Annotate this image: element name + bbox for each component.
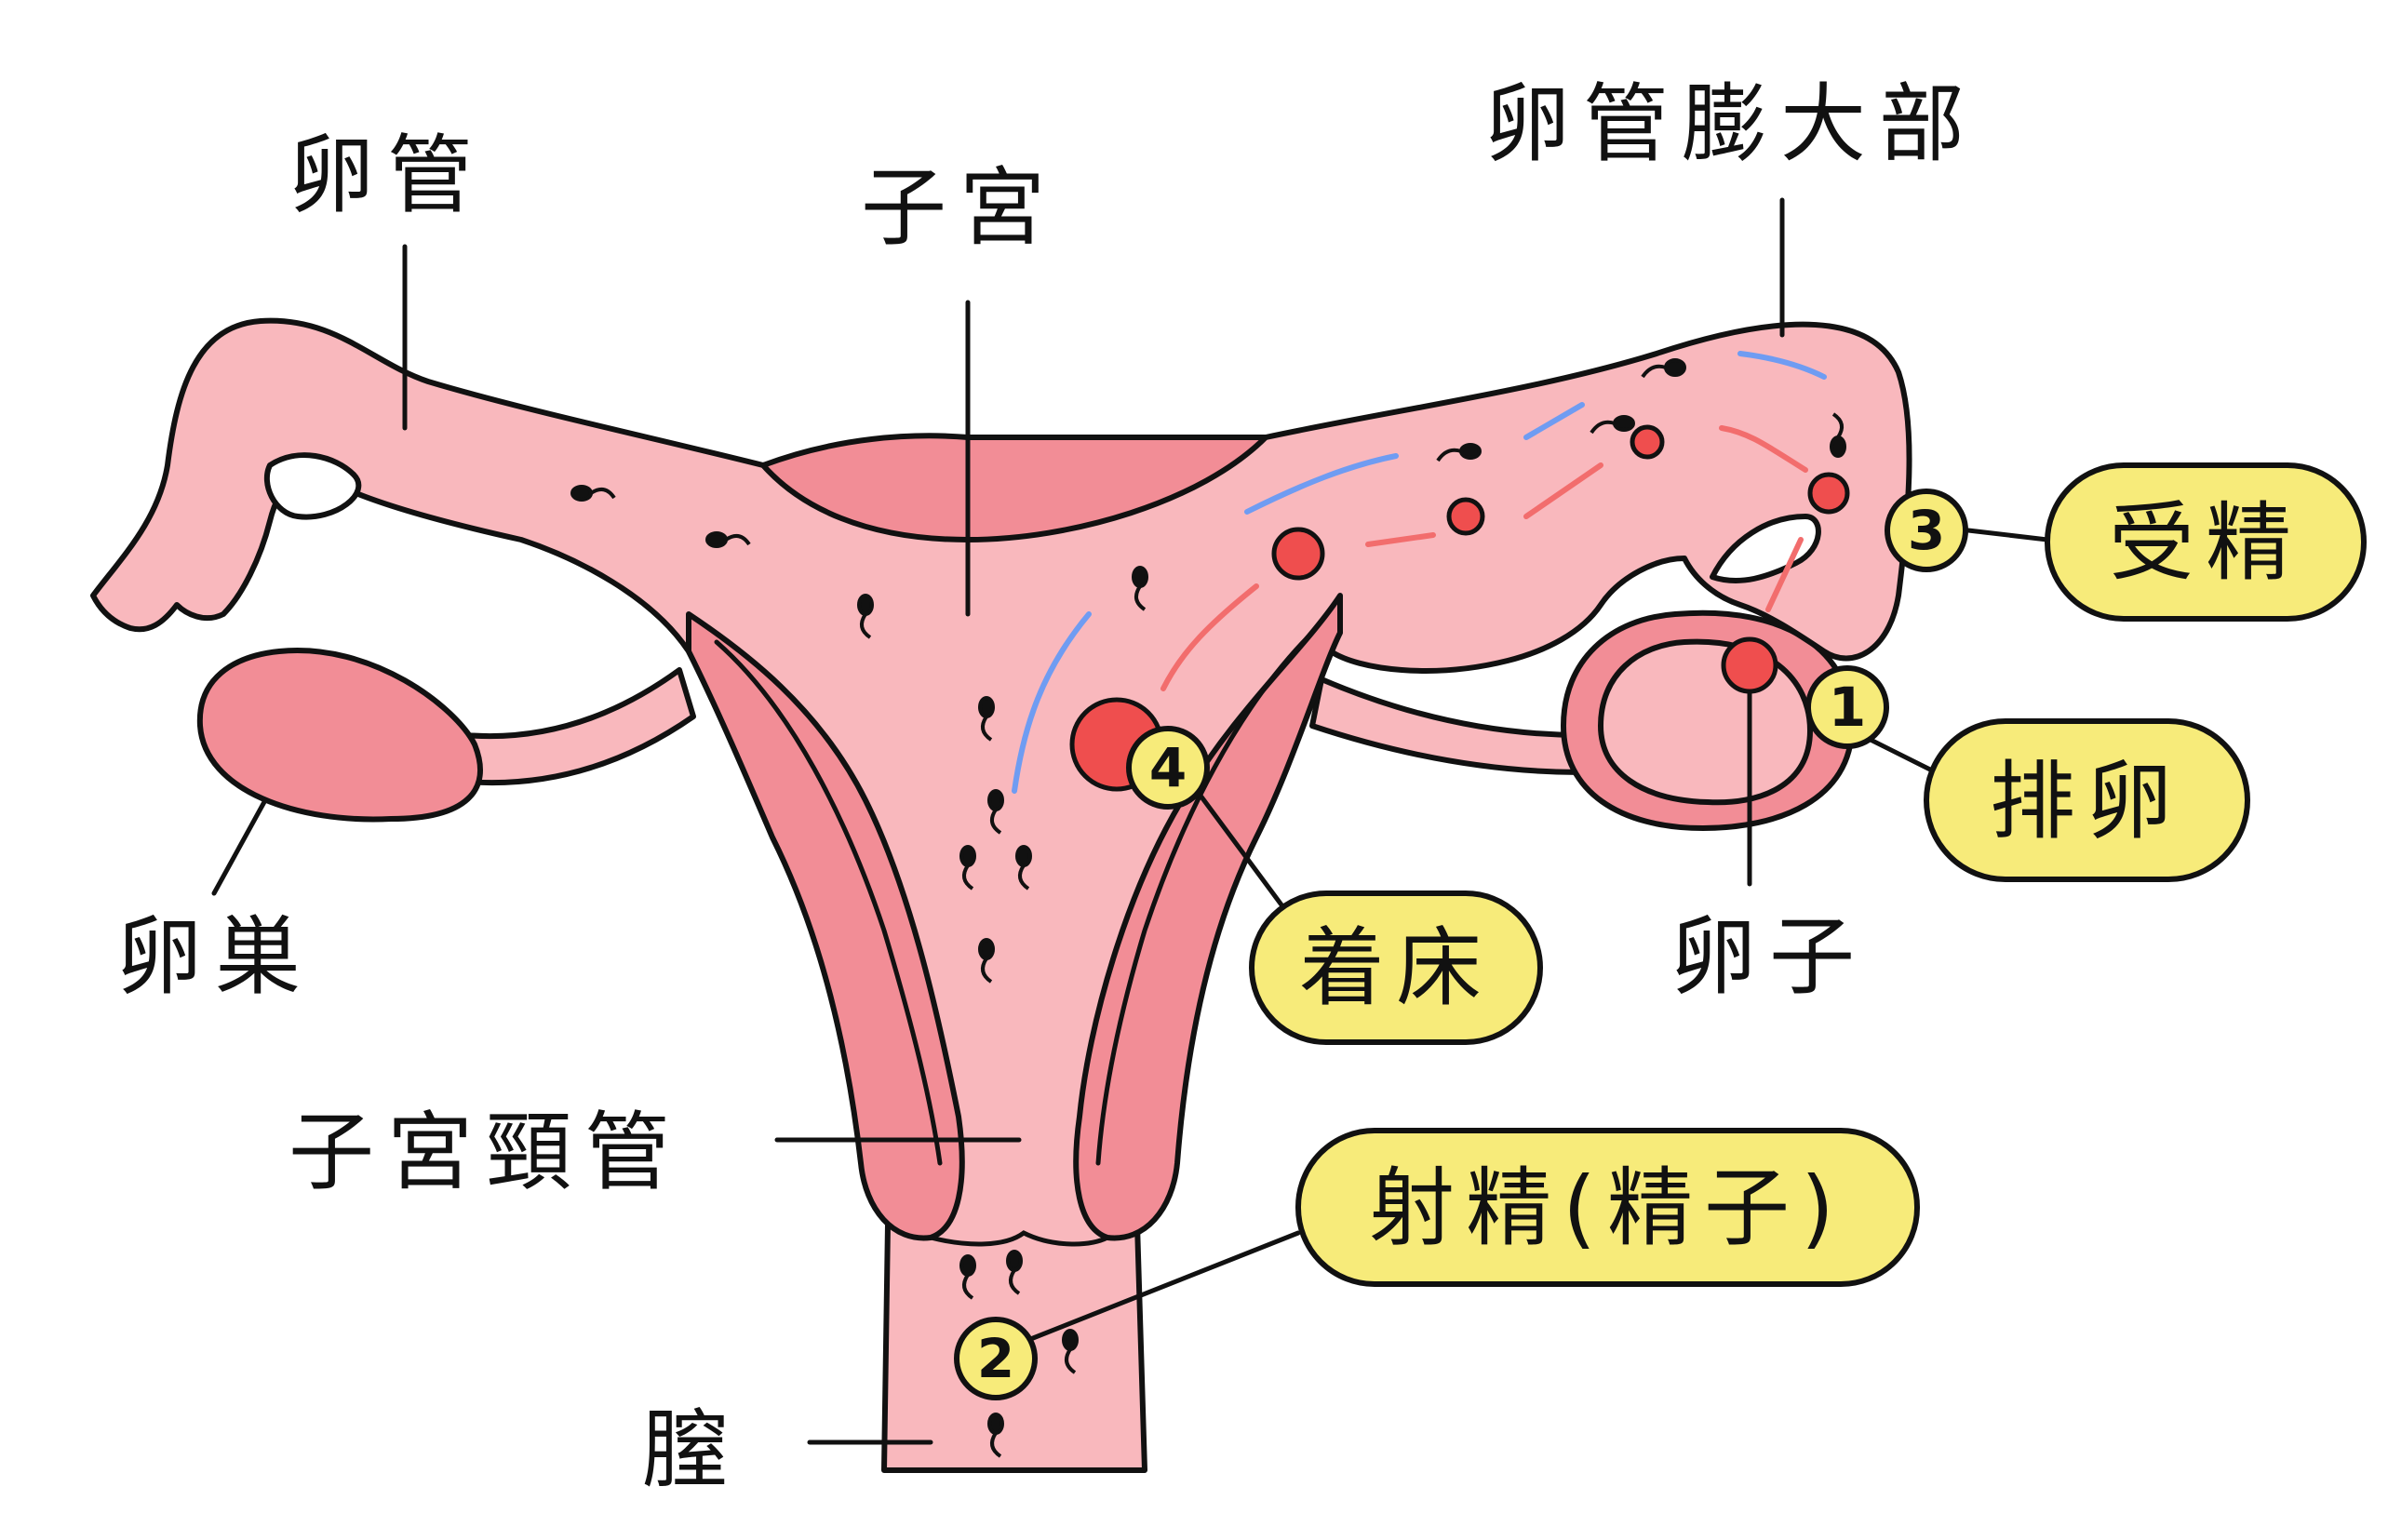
lining-left [714, 639, 943, 1166]
sperm [570, 485, 616, 502]
sperm [959, 1254, 976, 1300]
uterine-fundus [760, 433, 1268, 542]
step-4-label: 着床 [1299, 918, 1493, 1018]
step-markers: 1 2 3 4 [954, 489, 1968, 1400]
red-arrow [1160, 583, 1259, 691]
step-4-marker: 4 [1126, 726, 1210, 810]
sperm [978, 938, 995, 984]
cervix-edge [928, 1230, 1110, 1247]
sperm [1015, 845, 1032, 891]
sperm-group [570, 358, 1846, 1458]
label-ovary: 卵巣 [116, 907, 314, 1007]
red-arrow [1765, 537, 1804, 612]
egg-morula [1271, 527, 1325, 581]
step-4-pill: 着床 [1249, 891, 1543, 1045]
label-egg: 卵子 [1670, 907, 1868, 1007]
label-cervical-canal: 子宮頸管 [288, 1103, 683, 1202]
label-vagina: 膣 [642, 1400, 741, 1500]
leader-step3 [1965, 528, 2050, 542]
step-3-number: 3 [1908, 499, 1945, 562]
sperm [978, 696, 995, 742]
leader-ovary [211, 797, 268, 896]
red-arrow [1719, 425, 1808, 473]
blue-arrow [1523, 402, 1585, 440]
left-fimbria-loop [263, 452, 362, 520]
anatomy-labels: 卵管 子宮 卵管膨大部 卵巣 子宮頸管 膣 卵子 [116, 74, 1978, 1500]
step-labels: 排卵 射精(精子) 受精 着床 [1249, 462, 2367, 1287]
label-ampulla: 卵管膨大部 [1484, 74, 1978, 174]
label-fallopian-tube: 卵管 [288, 126, 486, 225]
step-1-pill: 排卵 [1924, 718, 2250, 882]
step-1-label: 排卵 [1990, 752, 2183, 851]
step-1-marker: 1 [1805, 665, 1889, 749]
egg-cleaving-1 [1630, 424, 1665, 460]
egg-fertilized [1807, 472, 1850, 515]
sperm [987, 789, 1004, 835]
leader-step4 [1198, 793, 1296, 924]
blue-arrow [1737, 351, 1827, 380]
anatomy [90, 317, 1912, 1473]
blue-arrow [1012, 611, 1092, 794]
step-3-pill: 受精 [2045, 462, 2367, 622]
step-2-pill: 射精(精子) [1295, 1128, 1920, 1287]
sperm [1830, 412, 1846, 458]
red-arrow [1523, 462, 1603, 519]
sperm [1132, 566, 1148, 611]
uterus-and-tubes [90, 317, 1912, 1473]
sperm [705, 531, 751, 548]
sperm [1436, 443, 1482, 462]
step-3-label: 受精 [2109, 493, 2302, 593]
sperm [1641, 358, 1686, 379]
sperm [857, 594, 874, 639]
step-1-number: 1 [1829, 676, 1866, 739]
right-ovarian-ligament [1309, 676, 1585, 775]
sperm [1006, 1250, 1023, 1295]
leader-lines [211, 197, 2050, 1445]
step-3-marker: 3 [1885, 489, 1968, 572]
label-uterus: 子宮 [861, 158, 1058, 258]
right-ovary-follicle [1598, 638, 1813, 806]
egg-cleaving-2 [1446, 497, 1485, 536]
sperm [1590, 415, 1635, 435]
leader-step2 [1026, 1230, 1301, 1343]
sperm [959, 845, 976, 891]
step-2-label: 射精(精子) [1369, 1158, 1845, 1258]
step-2-marker: 2 [954, 1317, 1038, 1400]
left-ovarian-ligament [463, 667, 696, 786]
egg-path-arrows [1160, 425, 1808, 691]
lining-right [1095, 630, 1315, 1166]
sperm [987, 1413, 1004, 1458]
sperm-path-arrows [1012, 351, 1827, 794]
red-arrow [1365, 532, 1436, 547]
step-2-number: 2 [977, 1327, 1014, 1390]
egg-ovulated [1721, 636, 1778, 694]
step-4-number: 4 [1149, 736, 1187, 799]
blue-arrow [1244, 453, 1399, 515]
leader-step1 [1858, 732, 1939, 775]
left-ovary [196, 648, 483, 823]
sperm [1062, 1329, 1079, 1374]
